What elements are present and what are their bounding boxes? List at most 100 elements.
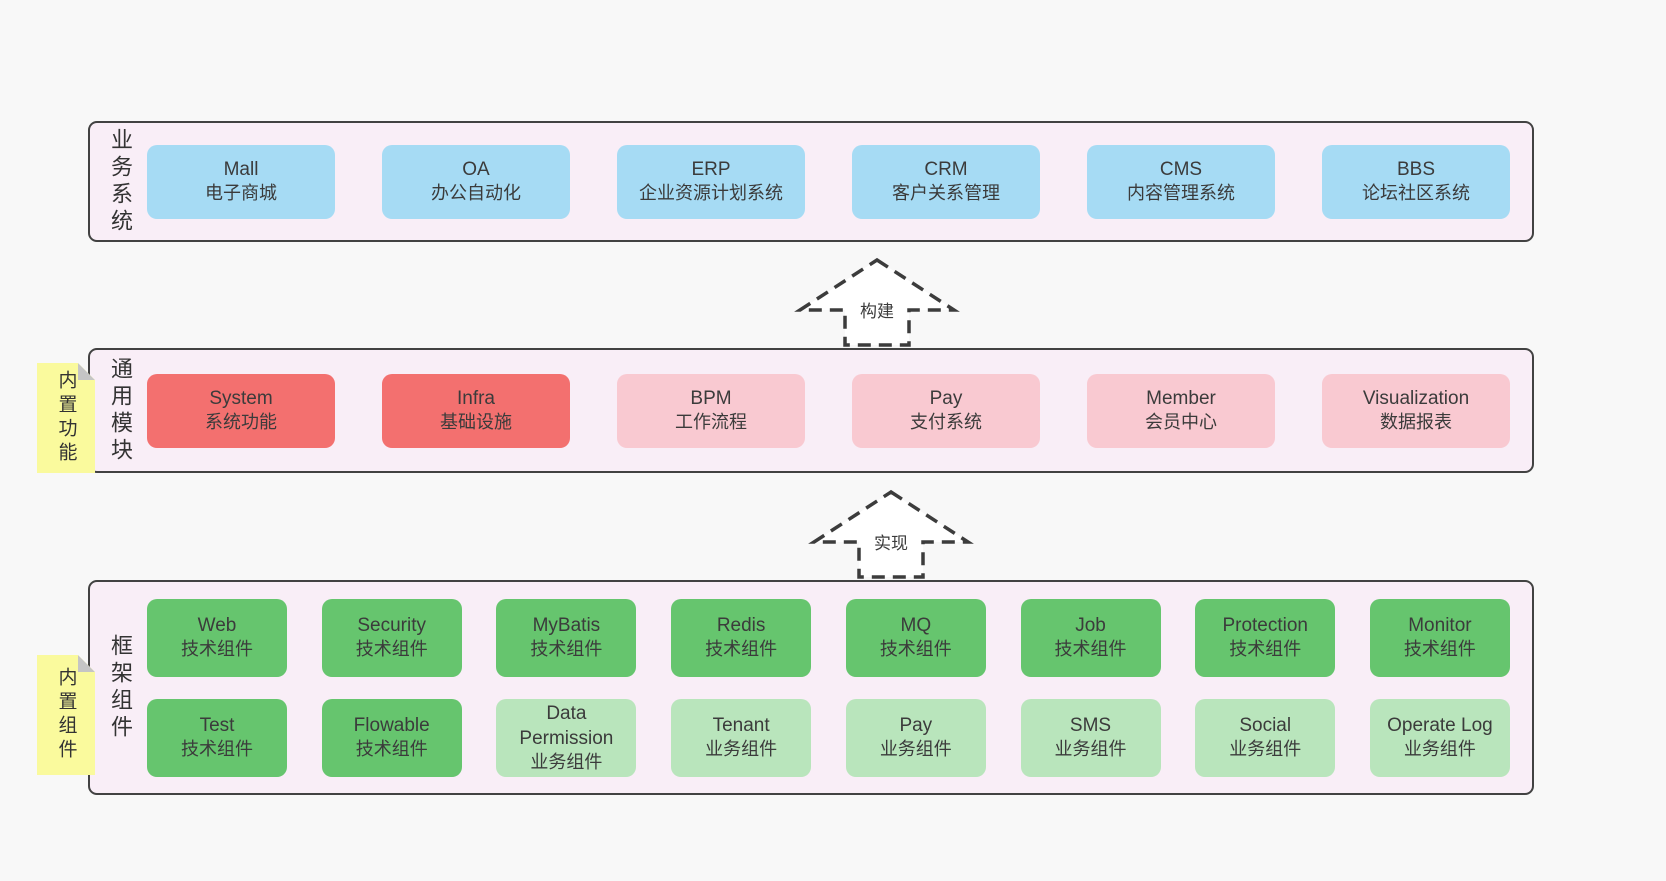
band-business-systems: 业务系统 Mall 电子商城 OA 办公自动化 ERP 企业资源计划系统 CRM… xyxy=(88,121,1534,242)
box-title: Security xyxy=(357,615,427,637)
box-title: ERP xyxy=(691,159,731,181)
box-subtitle: 客户关系管理 xyxy=(892,183,1000,204)
band-label-business-systems: 业务系统 xyxy=(108,127,133,236)
box-subtitle: 业务组件 xyxy=(1229,739,1302,760)
band-label-framework-components: 框架组件 xyxy=(108,633,133,742)
box-title: Pay xyxy=(899,715,933,737)
box-subtitle: 技术组件 xyxy=(1403,639,1476,660)
box-title: Member xyxy=(1146,388,1216,410)
box-subtitle: 技术组件 xyxy=(530,639,603,660)
box-subtitle: 论坛社区系统 xyxy=(1362,183,1470,204)
box-protection: Protection 技术组件 xyxy=(1195,598,1336,677)
box-title: MQ xyxy=(900,615,932,637)
box-social: Social 业务组件 xyxy=(1195,698,1336,777)
box-security: Security 技术组件 xyxy=(321,598,462,677)
box-web: Web 技术组件 xyxy=(147,598,287,677)
box-subtitle: 技术组件 xyxy=(181,739,253,760)
box-title: Operate Log xyxy=(1387,715,1493,737)
box-subtitle: 系统功能 xyxy=(205,412,277,433)
sticky-builtin-components-label: 内置组件 xyxy=(55,667,77,763)
box-title: Protection xyxy=(1222,615,1308,637)
box-title: Social xyxy=(1239,715,1292,737)
box-erp: ERP 企业资源计划系统 xyxy=(617,144,805,219)
box-title: OA xyxy=(462,159,490,181)
box-subtitle: 业务组件 xyxy=(1403,739,1476,760)
box-title: Infra xyxy=(456,388,496,410)
band-framework-components: 框架组件 Web 技术组件 Security 技术组件 MyBatis 技术组件… xyxy=(88,580,1534,795)
box-pay-biz: Pay 业务组件 xyxy=(845,698,986,777)
box-bbs: BBS 论坛社区系统 xyxy=(1322,144,1510,219)
box-subtitle: 技术组件 xyxy=(181,639,253,660)
framework-components-row-1: Web 技术组件 Security 技术组件 MyBatis 技术组件 Redi… xyxy=(90,598,1532,677)
sticky-builtin-features-label: 内置功能 xyxy=(55,370,77,466)
band-label-common-modules: 通用模块 xyxy=(108,356,133,465)
box-subtitle: 基础设施 xyxy=(440,412,512,433)
box-subtitle: 技术组件 xyxy=(1054,639,1127,660)
box-infra: Infra 基础设施 xyxy=(382,373,570,448)
sticky-builtin-features: 内置功能 xyxy=(37,363,95,473)
box-data-permission: Data Permission 业务组件 xyxy=(496,698,637,777)
box-title: Web xyxy=(197,615,237,637)
box-subtitle: 技术组件 xyxy=(355,739,428,760)
box-test: Test 技术组件 xyxy=(147,698,287,777)
box-title: Monitor xyxy=(1408,615,1472,637)
box-subtitle: 工作流程 xyxy=(675,412,747,433)
box-subtitle: 业务组件 xyxy=(705,739,778,760)
box-title: BBS xyxy=(1396,159,1436,181)
box-subtitle: 技术组件 xyxy=(1229,639,1302,660)
box-job: Job 技术组件 xyxy=(1020,598,1161,677)
box-title: SMS xyxy=(1069,715,1112,737)
box-operate-log: Operate Log 业务组件 xyxy=(1369,698,1510,777)
box-mq: MQ 技术组件 xyxy=(845,598,986,677)
box-subtitle: 技术组件 xyxy=(355,639,428,660)
box-crm: CRM 客户关系管理 xyxy=(852,144,1040,219)
box-system: System 系统功能 xyxy=(147,373,335,448)
box-title: Visualization xyxy=(1362,388,1470,410)
framework-components-row-2: Test 技术组件 Flowable 技术组件 Data Permission … xyxy=(90,698,1532,777)
box-visualization: Visualization 数据报表 xyxy=(1322,373,1510,448)
box-title: BPM xyxy=(690,388,732,410)
box-title: CRM xyxy=(924,159,968,181)
box-title: Mall xyxy=(223,159,259,181)
business-systems-row: Mall 电子商城 OA 办公自动化 ERP 企业资源计划系统 CRM 客户关系… xyxy=(90,144,1532,219)
box-subtitle: 业务组件 xyxy=(879,739,952,760)
box-subtitle: 会员中心 xyxy=(1145,412,1217,433)
box-subtitle: 内容管理系统 xyxy=(1127,183,1235,204)
arrow-implement-label: 实现 xyxy=(871,529,911,554)
sticky-builtin-components: 内置组件 xyxy=(37,655,95,775)
box-monitor: Monitor 技术组件 xyxy=(1369,598,1510,677)
box-subtitle: 企业资源计划系统 xyxy=(639,183,783,204)
box-subtitle: 支付系统 xyxy=(910,412,982,433)
box-title: Redis xyxy=(716,615,766,637)
box-tenant: Tenant 业务组件 xyxy=(671,698,812,777)
box-subtitle: 业务组件 xyxy=(530,751,603,772)
band-common-modules: 通用模块 System 系统功能 Infra 基础设施 BPM 工作流程 Pay… xyxy=(88,348,1534,473)
box-title: Job xyxy=(1075,615,1106,637)
arrow-build-label: 构建 xyxy=(857,297,897,322)
box-subtitle: 办公自动化 xyxy=(431,183,521,204)
common-modules-row: System 系统功能 Infra 基础设施 BPM 工作流程 Pay 支付系统… xyxy=(90,373,1532,448)
box-title: System xyxy=(209,388,273,410)
box-subtitle: 业务组件 xyxy=(1054,739,1127,760)
box-title: MyBatis xyxy=(532,615,601,637)
box-title: Tenant xyxy=(712,715,770,737)
box-cms: CMS 内容管理系统 xyxy=(1087,144,1275,219)
box-redis: Redis 技术组件 xyxy=(671,598,812,677)
box-sms: SMS 业务组件 xyxy=(1020,698,1161,777)
box-title: CMS xyxy=(1159,159,1203,181)
arrow-implement: 实现 xyxy=(806,487,976,580)
box-subtitle: 技术组件 xyxy=(879,639,952,660)
box-mall: Mall 电子商城 xyxy=(147,144,335,219)
box-pay: Pay 支付系统 xyxy=(852,373,1040,448)
box-mybatis: MyBatis 技术组件 xyxy=(496,598,637,677)
box-title: Data Permission xyxy=(519,702,614,749)
box-member: Member 会员中心 xyxy=(1087,373,1275,448)
box-subtitle: 电子商城 xyxy=(205,183,277,204)
box-bpm: BPM 工作流程 xyxy=(617,373,805,448)
box-flowable: Flowable 技术组件 xyxy=(321,698,462,777)
box-title: Pay xyxy=(929,388,963,410)
box-subtitle: 数据报表 xyxy=(1380,412,1452,433)
box-title: Test xyxy=(199,715,235,737)
box-subtitle: 技术组件 xyxy=(705,639,778,660)
